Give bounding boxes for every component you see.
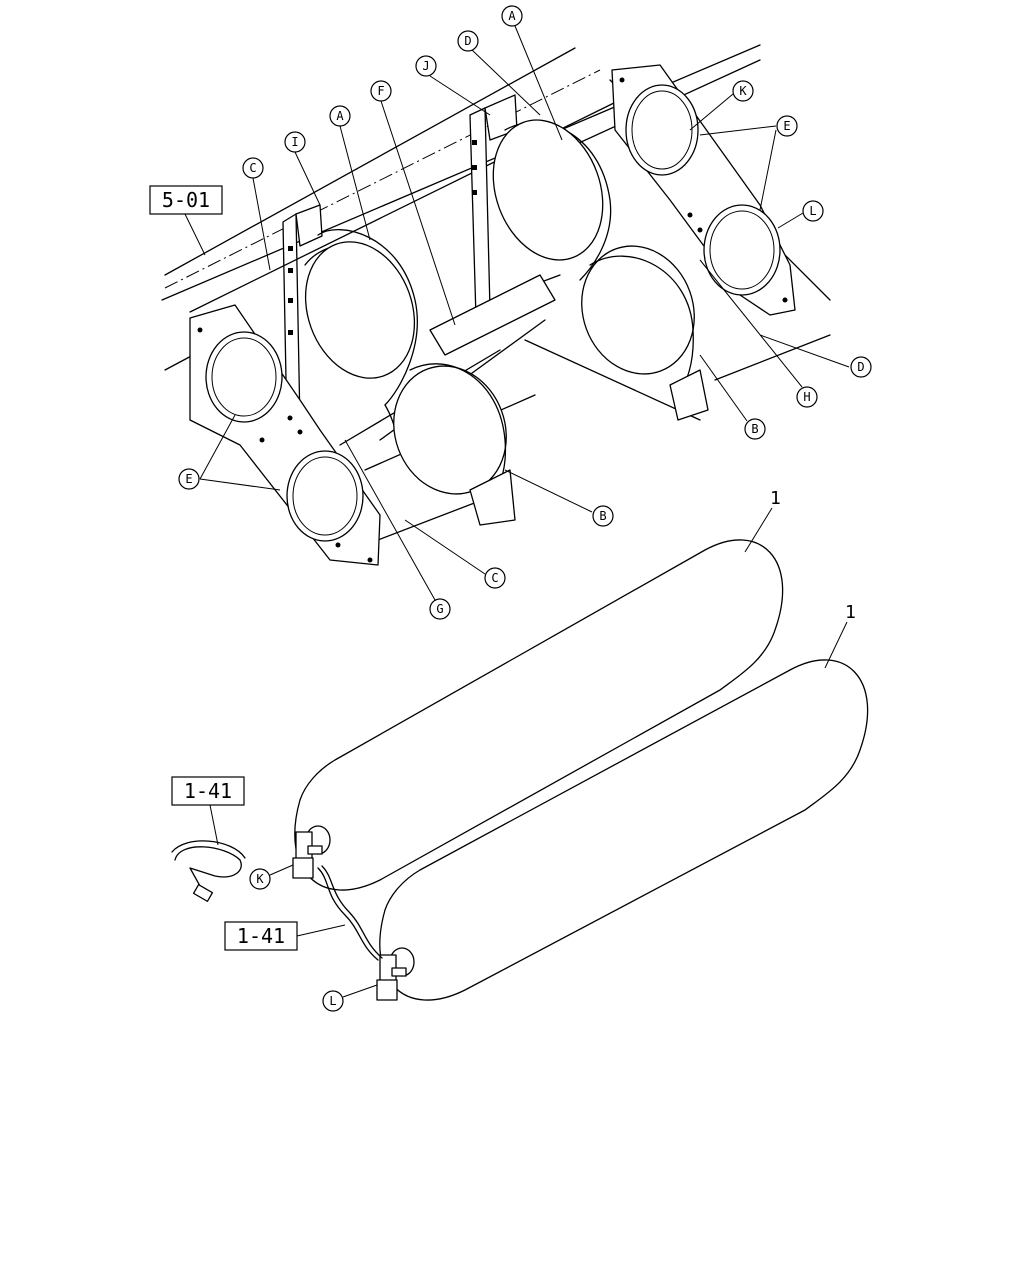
svg-text:C: C (249, 161, 256, 175)
callout-D-lower: D (850, 356, 872, 378)
callout-E-left: E (178, 468, 200, 490)
callout-leaders (199, 25, 850, 998)
svg-text:H: H (803, 390, 810, 404)
svg-text:A: A (508, 9, 516, 23)
svg-text:1: 1 (770, 488, 781, 509)
svg-text:I: I (291, 135, 298, 149)
callout-D-upper: D (457, 30, 479, 52)
callout-G: G (429, 598, 451, 620)
callout-C-upper: C (242, 157, 264, 179)
svg-text:C: C (491, 571, 498, 585)
callout-I: I (284, 131, 306, 153)
svg-text:B: B (599, 509, 606, 523)
svg-text:B: B (751, 422, 758, 436)
svg-text:J: J (422, 59, 429, 73)
ref-box-1-41-upper: 1-41 (171, 776, 245, 846)
svg-text:D: D (857, 360, 864, 374)
ref-box-5-01: 5-01 (149, 185, 223, 256)
callout-L-upper: L (802, 200, 824, 222)
svg-text:1: 1 (845, 602, 856, 623)
svg-text:G: G (436, 602, 443, 616)
pipe-lines (171, 840, 383, 961)
callout-K-upper: K (732, 80, 754, 102)
svg-text:A: A (336, 109, 344, 123)
callout-C-lower: C (484, 567, 506, 589)
svg-text:E: E (185, 472, 192, 486)
part-number-upper: 1 (744, 488, 781, 553)
callout-J: J (415, 55, 437, 77)
callout-F: F (370, 80, 392, 102)
svg-text:D: D (464, 34, 471, 48)
tank-upper (294, 539, 784, 891)
callout-B-left: B (592, 505, 614, 527)
valve-lower (376, 947, 415, 1001)
svg-text:K: K (256, 872, 264, 886)
svg-text:E: E (783, 119, 790, 133)
ref-label: 1-41 (237, 924, 285, 948)
svg-text:K: K (739, 84, 747, 98)
callout-A-right: A (501, 5, 523, 27)
callout-H: H (796, 386, 818, 408)
tank-lower (379, 659, 869, 1001)
callout-A-left: A (329, 105, 351, 127)
svg-text:L: L (329, 994, 336, 1008)
right-bracket-assembly (429, 64, 831, 421)
callout-B-right: B (744, 418, 766, 440)
ref-label: 1-41 (184, 779, 232, 803)
svg-text:F: F (377, 84, 384, 98)
callout-E-right: E (776, 115, 798, 137)
valve-upper (292, 825, 331, 879)
ref-label: 5-01 (162, 188, 210, 212)
part-number-lower: 1 (824, 602, 856, 669)
left-bracket-assembly (189, 99, 621, 566)
svg-text:L: L (809, 204, 816, 218)
ref-box-1-41-lower: 1-41 (224, 921, 346, 951)
callout-L-lower: L (322, 990, 344, 1012)
callout-K-lower: K (249, 868, 271, 890)
